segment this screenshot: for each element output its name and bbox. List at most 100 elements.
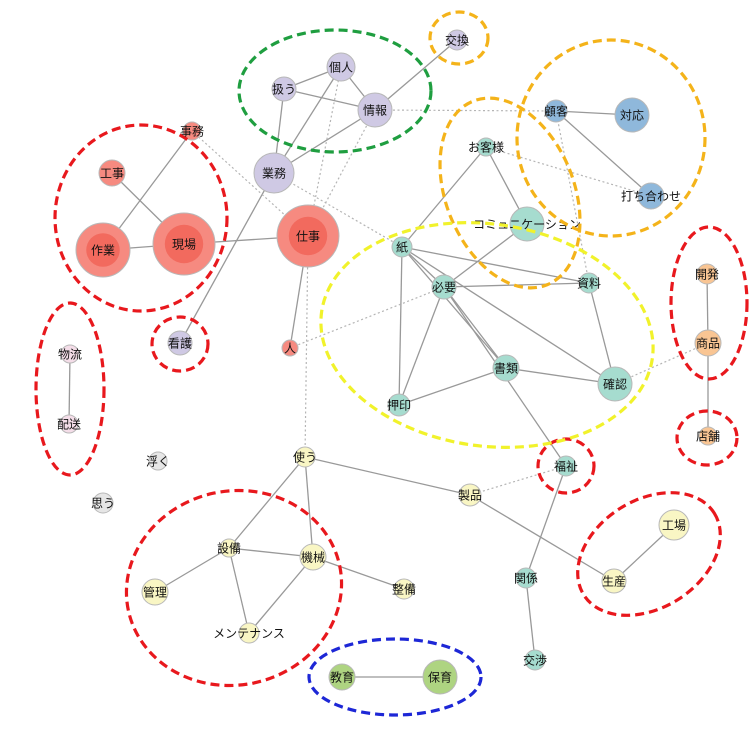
node-kouji[interactable]: 工事 [98,159,126,187]
node-kango[interactable]: 看護 [167,330,193,356]
cluster-outline [34,301,106,477]
node-circle [387,393,411,417]
edge-tsukau-seihin [304,456,471,496]
node-kikai[interactable]: 機械 [299,543,327,571]
node-kami[interactable]: 紙 [391,236,413,258]
node-label: 対応 [620,109,644,123]
edge-jouhou-koukan [374,39,458,111]
node-koujou[interactable]: 工場 [658,509,690,541]
node-circle [60,344,80,364]
node-circle [422,659,458,695]
node-label: 設備 [217,541,241,556]
node-kaihatsu[interactable]: 開発 [695,263,719,285]
node-shorui[interactable]: 書類 [492,354,520,382]
edge-kojin-gyoumu [273,66,342,174]
node-koushou[interactable]: 交渉 [523,649,547,671]
cluster-outline [124,488,344,688]
weak-edge-hito-hitsuyou [289,286,445,349]
node-label: 作業 [91,244,115,258]
node-shigoto[interactable]: 仕事 [276,204,340,268]
node-seisan[interactable]: 生産 [601,568,627,594]
node-genba[interactable]: 現場 [152,212,216,276]
node-setsubi[interactable]: 設備 [217,538,241,558]
node-label: 打ち合わせ [621,189,681,204]
node-circle [476,137,496,157]
node-label: 福祉 [554,459,578,474]
node-atsukau[interactable]: 扱う [271,76,297,102]
node-label: 店舗 [696,430,720,444]
node-seihin[interactable]: 製品 [458,483,482,507]
node-label: 管理 [143,585,167,600]
node-circle [294,446,316,468]
node-circle [219,538,239,558]
node-kyouiku[interactable]: 教育 [328,663,356,691]
node-shiryou[interactable]: 資料 [577,272,601,294]
node-maintenance[interactable]: メンテナンス [213,622,285,644]
node-uchiawase[interactable]: 打ち合わせ [621,182,681,210]
node-kakunin[interactable]: 確認 [597,366,633,402]
node-label: 開発 [695,268,719,282]
node-butsuryuu[interactable]: 物流 [58,344,82,364]
node-taiou[interactable]: 対応 [614,97,650,133]
node-kokyaku[interactable]: 顧客 [544,99,568,123]
node-gyoumu[interactable]: 業務 [253,152,295,194]
node-sagyou[interactable]: 作業 [75,222,131,278]
node-hoiku[interactable]: 保育 [422,659,458,695]
node-label: 必要 [432,281,456,295]
node-tsukau[interactable]: 使う [293,446,317,468]
node-label: お客様 [468,140,504,155]
node-hito[interactable]: 人 [281,339,299,357]
node-circle [92,492,114,514]
edge-fukushi-kankei [525,465,567,579]
node-label: 使う [293,450,317,465]
node-label: 商品 [696,336,720,351]
node-circle [271,76,297,102]
node-circle [524,649,546,671]
node-jouhou[interactable]: 情報 [357,92,393,128]
edge-kankei-koushou [525,577,536,661]
node-shouhin[interactable]: 商品 [694,329,722,357]
edge-tsukau-kikai [304,456,314,558]
node-comm[interactable]: コミュニケーション [473,206,581,242]
node-label: 教育 [330,670,354,685]
node-tenpo[interactable]: 店舗 [696,426,720,446]
node-circle [515,567,537,589]
node-circle [578,272,600,294]
node-circle [614,97,650,133]
node-ouin[interactable]: 押印 [387,393,411,417]
node-seibi[interactable]: 整備 [392,578,416,600]
weak-edge-kojin-shigoto [307,66,342,237]
node-koukan[interactable]: 交換 [445,29,469,51]
cluster-outline [53,123,229,313]
node-jimu[interactable]: 事務 [180,121,204,141]
node-circle [357,92,393,128]
node-circle [391,236,413,258]
node-label: 現場 [172,238,196,252]
node-label: 押印 [387,399,411,413]
node-fukushi[interactable]: 福祉 [554,455,578,477]
node-okyakusama[interactable]: お客様 [468,137,504,157]
node-label: 関係 [514,572,538,586]
node-label: 資料 [577,277,601,291]
node-label: 保育 [428,670,452,685]
edge-kami-shorui [401,246,507,369]
edge-kami-kakunin [401,246,616,385]
node-kankei[interactable]: 関係 [514,567,538,589]
node-label: 機械 [301,550,325,565]
node-circle [658,509,690,541]
node-omou[interactable]: 思う [91,492,115,514]
edge-shorui-ouin [398,367,507,406]
weak-edge-jouhou-kokyaku [374,109,557,112]
node-hitsuyou[interactable]: 必要 [431,274,457,300]
node-circle [601,568,627,594]
edge-gyoumu-kango [179,172,275,344]
node-haisou[interactable]: 配送 [57,414,81,434]
node-label: 看護 [168,336,192,351]
node-label: 物流 [58,348,82,362]
node-circle [431,274,457,300]
cluster-outline [536,437,596,495]
node-uku[interactable]: 浮く [146,451,170,471]
node-circle [393,578,415,600]
node-kojin[interactable]: 個人 [326,52,356,82]
node-kanri[interactable]: 管理 [141,578,169,606]
